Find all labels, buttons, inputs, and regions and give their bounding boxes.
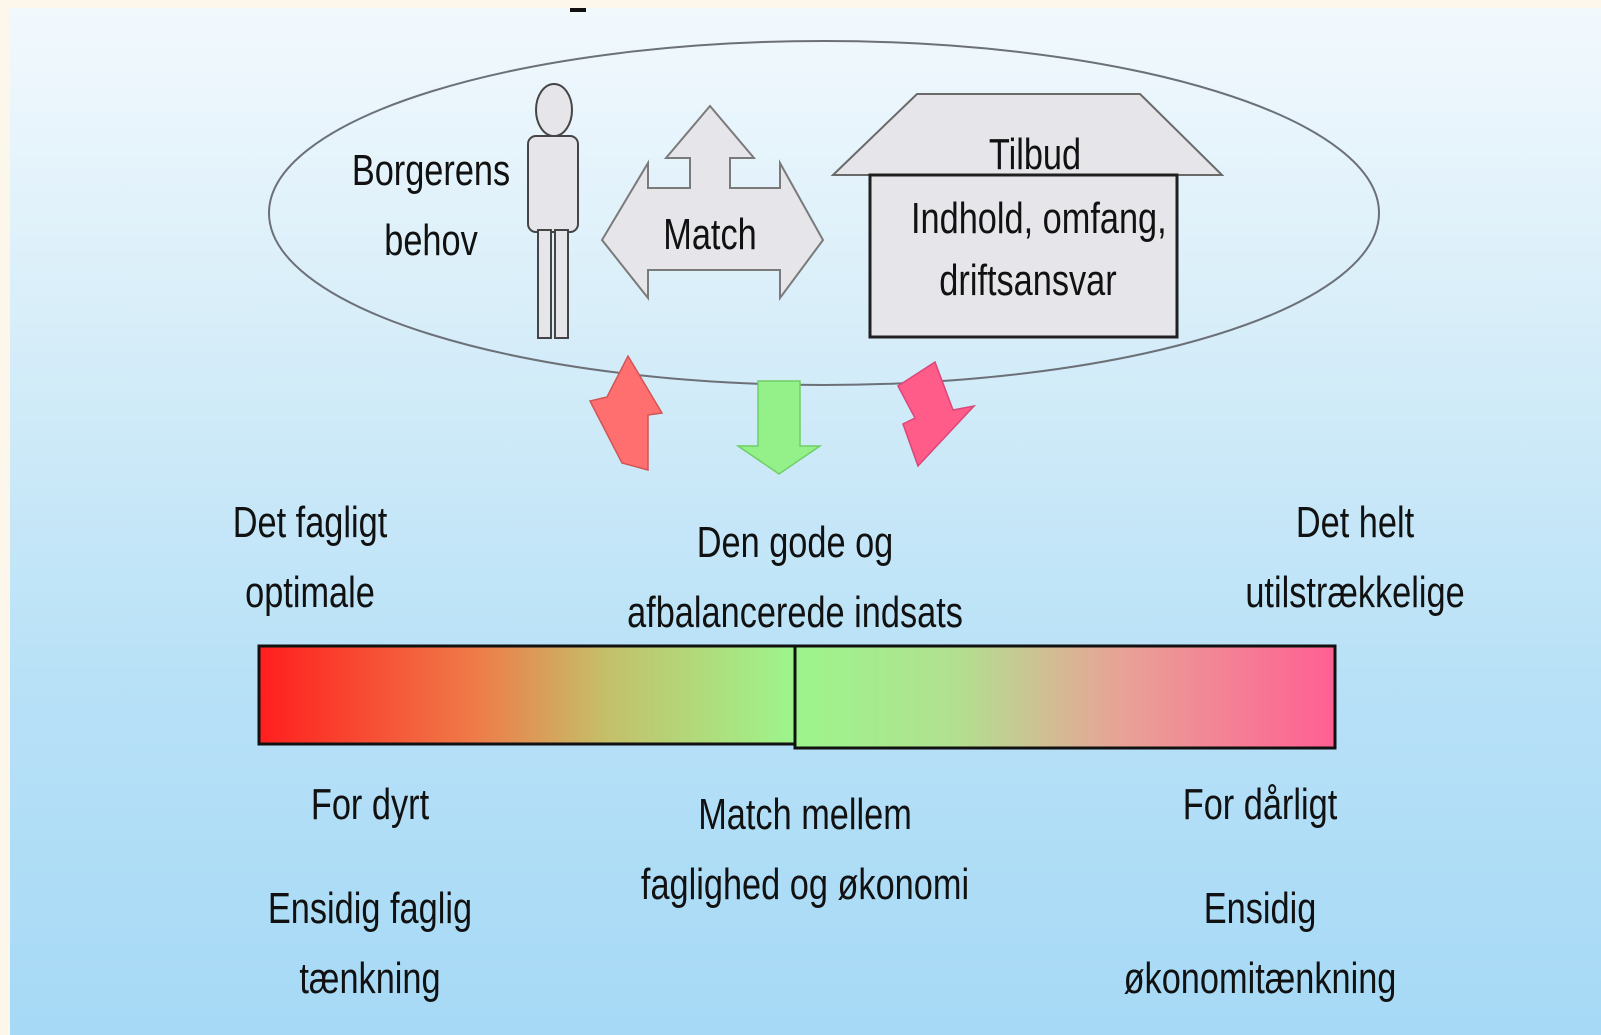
- right-top-label: Det helt utilstrækkelige: [1245, 498, 1465, 617]
- scale-bar: [257, 644, 1337, 750]
- green-arrow-icon: [735, 380, 823, 475]
- red-arrow-icon: [588, 354, 664, 471]
- center-top-label: Den gode og afbalancerede indsats: [627, 518, 963, 637]
- house-icon: [830, 93, 1225, 339]
- match-arrow-icon: [600, 104, 825, 302]
- pink-arrow-icon: [897, 360, 977, 468]
- needs-label: Borgerens behov: [351, 146, 511, 265]
- person-icon: [527, 83, 579, 339]
- match-label: Match: [663, 210, 757, 259]
- title-fragment: [570, 8, 586, 12]
- offer-body: Indhold, omfang, driftsansvar: [911, 194, 1167, 305]
- right-bottom-label-1: For dårligt: [1182, 780, 1338, 829]
- left-bottom-label-2: Ensidig faglig tænkning: [267, 884, 473, 1003]
- offer-title: Tilbud: [988, 130, 1082, 179]
- right-bottom-label-2: Ensidig økonomitænkning: [1123, 884, 1397, 1003]
- match-diagram: [257, 40, 1380, 750]
- left-bottom-label-1: For dyrt: [310, 780, 430, 829]
- slide: Borgerens behov Match Tilbud Indhold, om…: [10, 8, 1601, 1035]
- context-ellipse: [268, 40, 1380, 386]
- left-top-label: Det fagligt optimale: [232, 498, 388, 617]
- center-bottom-label: Match mellem faglighed og økonomi: [640, 790, 970, 909]
